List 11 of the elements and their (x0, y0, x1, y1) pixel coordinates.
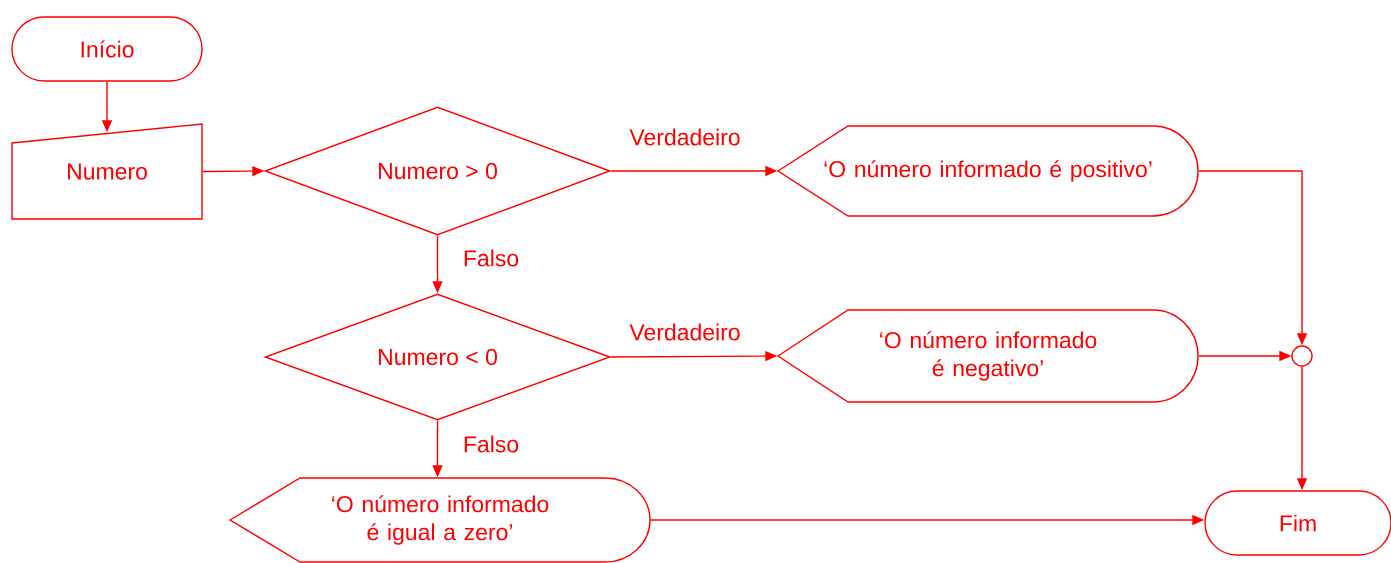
connector-circle (1291, 345, 1313, 367)
terminator-box: Fim (1204, 490, 1391, 556)
edge-label: Falso (464, 249, 519, 267)
edge-label: Verdadeiro (629, 323, 740, 341)
display-box: ‘O número informado é positivo’ (777, 125, 1199, 217)
input-box: Numero (11, 123, 203, 220)
display-box: ‘O número informado é negativo’ (777, 309, 1199, 403)
edge-label: Verdadeiro (629, 128, 740, 146)
edge-label: Falso (464, 435, 519, 453)
display-box: ‘O número informado é igual a zero’ (229, 477, 651, 563)
terminator-box: Início (11, 16, 203, 82)
